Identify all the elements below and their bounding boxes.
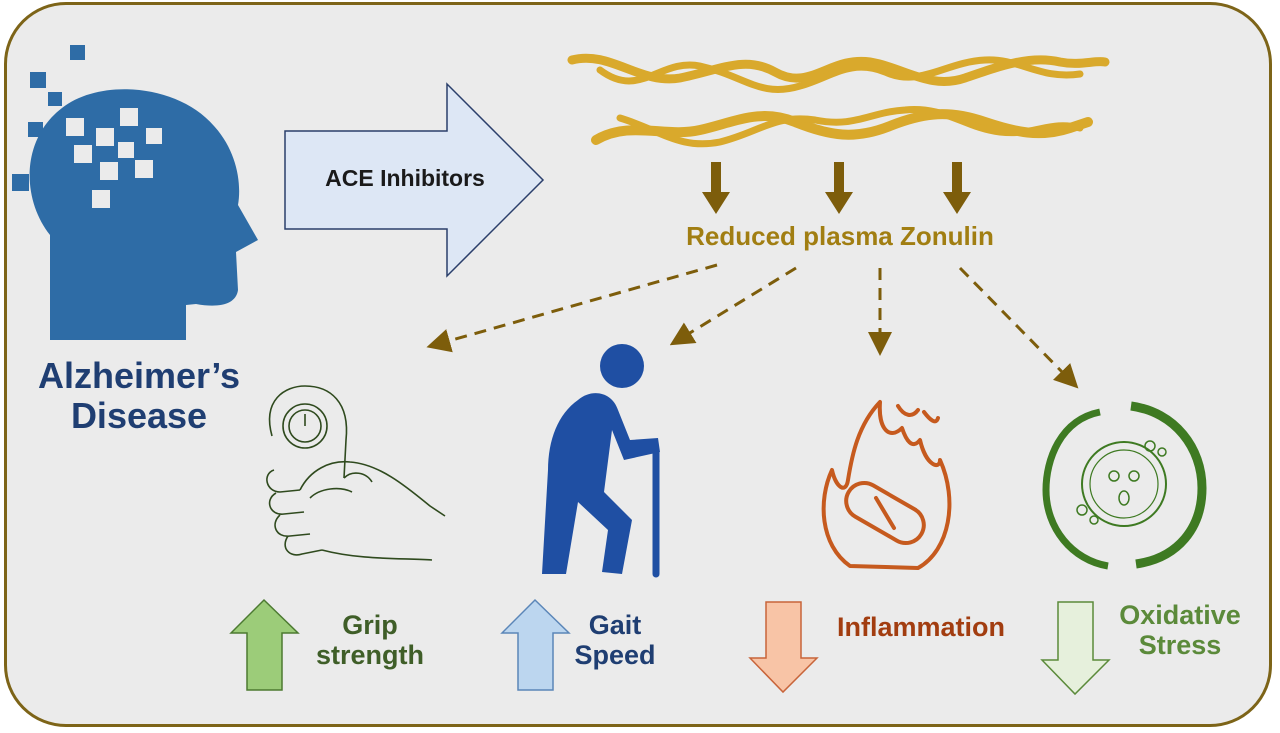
elderly-walking-cane-icon <box>542 344 660 578</box>
outcome-oxidative-line2: Stress <box>1138 630 1222 661</box>
ace-arrow <box>284 82 545 278</box>
ace-inhibitors-label: ACE Inhibitors <box>325 165 485 191</box>
stressed-cell-icon <box>1042 401 1207 570</box>
mechanism-down-arrows <box>702 162 971 214</box>
down-arrow-oxidative <box>1040 601 1111 696</box>
down-arrow-icon <box>825 162 853 214</box>
dashed-arrow-oxidative <box>958 266 1079 389</box>
outcome-grip-line2: strength <box>316 640 424 671</box>
outcome-gait-label: Gait Speed <box>560 610 670 670</box>
down-arrow-inflammation <box>748 601 819 694</box>
effect-arrows <box>426 263 1079 389</box>
outcome-inflammation-label: Inflammation <box>836 612 1005 642</box>
outcome-gait-line2: Speed <box>574 640 656 671</box>
outcome-grip-label: Grip strength <box>300 610 440 670</box>
disease-label-line1: Alzheimer’s <box>37 355 241 396</box>
flame-pill-icon <box>821 400 952 570</box>
up-arrow-grip <box>229 598 300 691</box>
down-arrow-icon <box>943 162 971 214</box>
outcome-gait-line1: Gait <box>588 610 642 640</box>
down-arrow-icon <box>702 162 730 214</box>
up-arrow-gait <box>500 598 571 691</box>
outcome-oxidative-label: Oxidative Stress <box>1100 600 1260 660</box>
zonulin-protein-icon <box>567 53 1110 148</box>
dashed-arrow-gait <box>669 266 797 346</box>
zonulin-label: Reduced plasma Zonulin <box>686 221 994 251</box>
hand-dynamometer-icon <box>266 385 446 561</box>
disease-label: Alzheimer’s Disease <box>14 355 264 437</box>
outcome-grip-line1: Grip <box>342 610 398 640</box>
disease-label-line2: Disease <box>70 395 208 437</box>
head-icon <box>12 45 259 340</box>
outcome-oxidative-line1: Oxidative <box>1119 600 1241 630</box>
dashed-arrow-grip <box>426 263 718 353</box>
